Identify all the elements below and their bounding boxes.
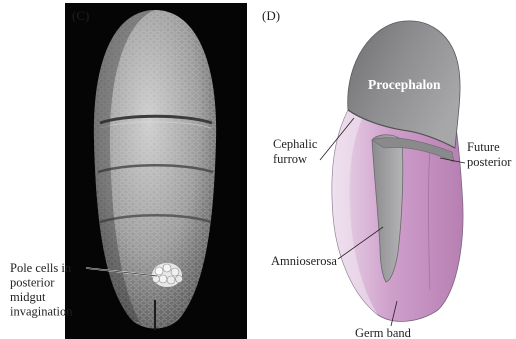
sem-embryo [94, 10, 216, 330]
germ-band-label: Germ band [355, 326, 412, 339]
cephalic-furrow-label-line-2: furrow [273, 152, 307, 166]
pole-cells-label-line-3: midgut [10, 290, 46, 304]
procephalon-label: Procephalon [368, 77, 441, 92]
panel-c: (C) Pole cells in posterior midgut invag… [10, 3, 247, 339]
pole-cells-label-line-2: posterior [10, 276, 55, 290]
pole-cells-label-line-1: Pole cells in [10, 261, 72, 275]
panel-d-letter: (D) [262, 8, 280, 23]
amnioserosa-label: Amnioserosa [271, 254, 337, 268]
future-posterior-label: Future posterior [467, 140, 512, 169]
panel-d: (D) Procephalon Cephalic furrow Future p… [262, 8, 512, 339]
panel-c-letter: (C) [72, 8, 89, 23]
future-posterior-label-line-2: posterior [467, 155, 512, 169]
pole-cells-label-line-4: invagination [10, 305, 73, 319]
cephalic-furrow-label-line-1: Cephalic [273, 137, 318, 151]
pole-cells-label: Pole cells in posterior midgut invaginat… [10, 261, 74, 319]
future-posterior-label-line-1: Future [467, 140, 500, 154]
cephalic-furrow-label: Cephalic furrow [273, 137, 321, 166]
